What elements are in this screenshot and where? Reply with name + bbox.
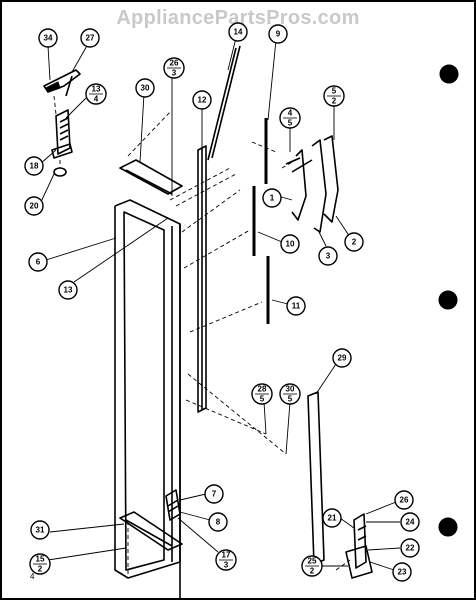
callout-17-3: 173 (215, 549, 237, 571)
callout-26-3-den: 3 (172, 69, 177, 78)
callout-2-label: 2 (352, 238, 357, 247)
callout-14: 14 (228, 22, 248, 42)
callout-3: 3 (318, 246, 338, 266)
callout-10: 10 (280, 234, 300, 254)
callout-25-2-num: 25 (308, 557, 317, 566)
strip-12 (197, 145, 207, 413)
callout-27: 27 (80, 28, 100, 48)
binder-hole-top (439, 64, 459, 84)
callout-14-label: 14 (234, 28, 243, 37)
callout-6-label: 6 (36, 258, 41, 267)
callout-34-label: 34 (44, 34, 53, 43)
assembly-lines (53, 95, 351, 574)
washer (53, 167, 67, 177)
callout-4-5: 45 (279, 107, 301, 129)
callout-6: 6 (28, 252, 48, 272)
callout-1-label: 1 (270, 194, 275, 203)
callout-12-label: 12 (198, 96, 207, 105)
callout-31-label: 31 (36, 526, 45, 535)
callout-13-4: 134 (85, 83, 107, 105)
callout-29-label: 29 (338, 354, 347, 363)
strip-14 (207, 45, 241, 161)
callout-11-label: 11 (292, 302, 301, 311)
callout-15-2-den: 2 (38, 565, 43, 574)
callout-13-4-den: 4 (94, 95, 99, 104)
right-bottom-hinge (345, 513, 373, 579)
callout-15-2-num: 15 (36, 555, 45, 564)
callout-1: 1 (262, 188, 282, 208)
callout-9-label: 9 (276, 30, 281, 39)
callout-30-5-num: 30 (286, 385, 295, 394)
callout-12: 12 (192, 90, 212, 110)
bottom-bracket (119, 511, 183, 551)
callout-5-2: 52 (323, 85, 345, 107)
callout-13-label: 13 (64, 286, 73, 295)
callout-30: 30 (135, 78, 155, 98)
trim-29 (307, 391, 325, 565)
callout-31: 31 (30, 520, 50, 540)
callout-4-5-den: 5 (288, 119, 293, 128)
callout-24: 24 (400, 512, 420, 532)
top-bracket (119, 159, 183, 195)
callout-24-label: 24 (406, 518, 415, 527)
callout-8-label: 8 (216, 518, 221, 527)
callout-13-4-num: 13 (92, 85, 101, 94)
callout-23: 23 (392, 562, 412, 582)
callout-10-label: 10 (286, 240, 295, 249)
callout-28-5: 285 (251, 383, 273, 405)
callout-18-label: 18 (30, 162, 39, 171)
callout-30-5-den: 5 (288, 395, 293, 404)
callout-13: 13 (58, 280, 78, 300)
page-number: 4 (30, 572, 35, 581)
callout-23-label: 23 (398, 568, 407, 577)
top-hinge (43, 69, 81, 97)
callout-30-label: 30 (141, 84, 150, 93)
callout-9: 9 (268, 24, 288, 44)
callout-21: 21 (322, 508, 342, 528)
callout-17-3-num: 17 (222, 551, 231, 560)
callout-34: 34 (38, 28, 58, 48)
callout-7-label: 7 (212, 490, 217, 499)
callout-25-2-den: 2 (310, 567, 315, 576)
callout-26: 26 (394, 490, 414, 510)
bottom-hinge (165, 489, 181, 521)
callout-17-3-den: 3 (224, 561, 229, 570)
watermark: AppliancePartsPros.com (116, 7, 360, 29)
binder-hole-bottom (438, 517, 458, 537)
callout-3-label: 3 (326, 252, 331, 261)
callout-8: 8 (208, 512, 228, 532)
handle-assembly (285, 135, 339, 233)
callout-26-label: 26 (400, 496, 409, 505)
callout-11: 11 (286, 296, 306, 316)
callout-18: 18 (24, 156, 44, 176)
callout-20: 20 (24, 196, 44, 216)
callout-27-label: 27 (86, 34, 95, 43)
callout-2: 2 (344, 232, 364, 252)
callout-20-label: 20 (30, 202, 39, 211)
callout-28-5-num: 28 (258, 385, 267, 394)
callout-leaders (39, 37, 401, 571)
binder-hole-middle (438, 290, 458, 310)
callout-26-3: 263 (163, 57, 185, 79)
callout-7: 7 (204, 484, 224, 504)
callout-15-2: 152 (29, 553, 51, 575)
hinge-pin-assembly (51, 109, 73, 159)
callout-21-label: 21 (328, 514, 337, 523)
callout-5-2-den: 2 (332, 97, 337, 106)
callout-4-5-num: 4 (288, 109, 293, 118)
callout-26-3-num: 26 (170, 59, 179, 68)
callout-22: 22 (400, 538, 420, 558)
callout-28-5-den: 5 (260, 395, 265, 404)
callout-30-5: 305 (279, 383, 301, 405)
callout-29: 29 (332, 348, 352, 368)
callout-25-2: 252 (301, 555, 323, 577)
callout-22-label: 22 (406, 544, 415, 553)
door-frame (114, 199, 181, 600)
callout-5-2-num: 5 (332, 87, 337, 96)
